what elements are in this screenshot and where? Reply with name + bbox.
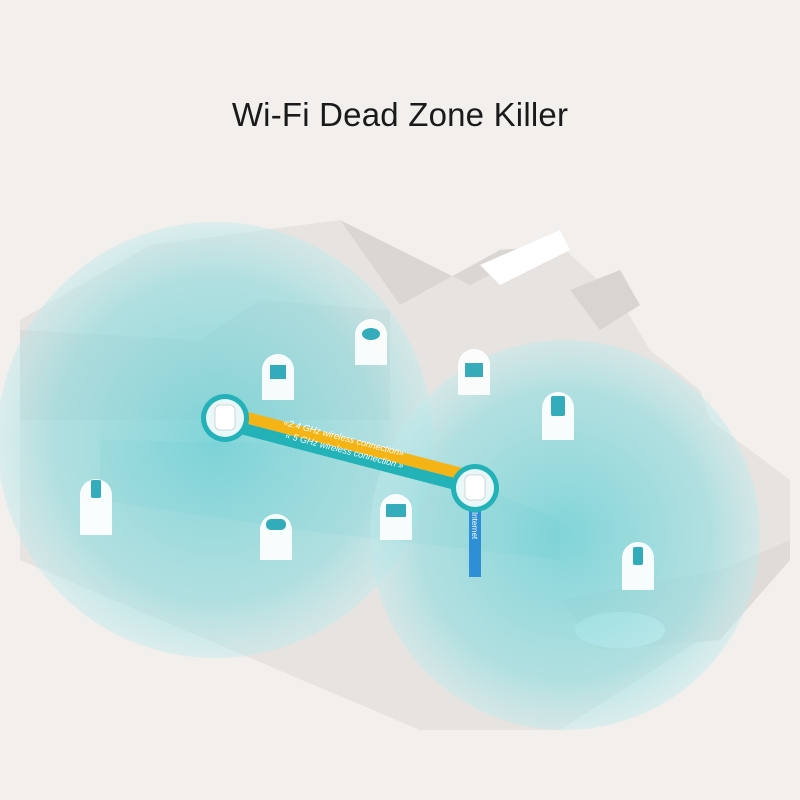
tv-badge: [380, 494, 412, 540]
mesh-node-left: [201, 394, 249, 442]
monitor-icon: [465, 363, 483, 377]
phone-badge-left: [80, 479, 112, 535]
band-5ghz: [225, 418, 478, 496]
game-badge: [260, 514, 292, 560]
phone-badge-right: [622, 542, 654, 590]
mesh-node-right: [451, 464, 499, 512]
internet-line: [469, 505, 481, 577]
pc-icon: [270, 365, 286, 379]
page-title: Wi-Fi Dead Zone Killer: [231, 96, 569, 133]
pc-badge: [262, 354, 294, 400]
phone-icon: [91, 480, 101, 498]
band-24ghz: [225, 406, 478, 484]
phone-icon: [633, 547, 643, 565]
game-controller-icon: [266, 519, 286, 530]
monitor-badge: [458, 349, 490, 395]
cloud-badge: [355, 319, 387, 365]
tablet-badge: [542, 392, 574, 440]
internet-label: Internet: [470, 512, 479, 540]
cloud-icon: [362, 328, 380, 340]
tablet-icon: [551, 396, 565, 416]
coverage-right: [370, 340, 760, 730]
tv-icon: [386, 504, 406, 517]
